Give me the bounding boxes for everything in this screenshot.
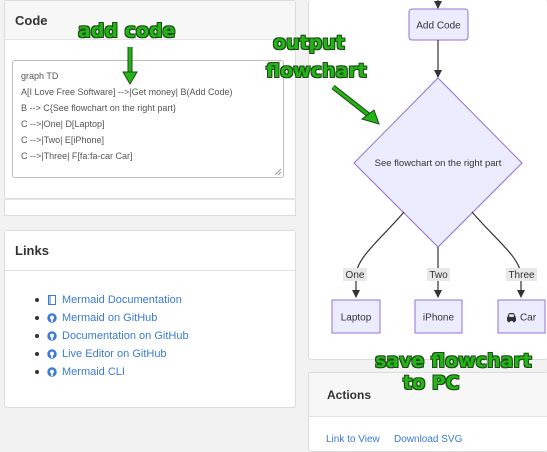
edge-label-bg (427, 268, 450, 281)
links-panel-title: Links (5, 231, 295, 271)
list-item: Mermaid Documentation (35, 291, 189, 309)
download-svg-link[interactable]: Download SVG (394, 434, 463, 445)
actions-panel-title: Actions (309, 373, 547, 417)
code-editor[interactable]: graph TD A[I Love Free Software] -->|Get … (12, 60, 284, 178)
github-icon (47, 367, 57, 377)
node-car (497, 299, 546, 334)
list-item: Live Editor on GitHub (35, 345, 189, 363)
list-item: Mermaid on GitHub (35, 309, 189, 327)
annotation-add-code: add code (78, 20, 176, 42)
code-line: C -->|One| D[Laptop] (21, 119, 105, 129)
node-decision-label: See flowchart on the right part (375, 158, 502, 169)
edge-c-to-laptop (352, 211, 405, 298)
code-line: B --> C{See flowchart on the right part} (21, 103, 176, 113)
bullet (35, 352, 39, 356)
bullet (35, 316, 39, 320)
link-mermaid-on-github[interactable]: Mermaid on GitHub (62, 312, 158, 324)
edge-label-three: Three (508, 270, 535, 281)
list-item: Mermaid CLI (35, 363, 189, 381)
edge-label-bg (506, 268, 537, 281)
node-car-label: Car (520, 313, 537, 324)
link-documentation-on-github[interactable]: Documentation on GitHub (62, 330, 189, 342)
code-line: C -->|Three| F[fa:fa-car Car] (21, 151, 133, 161)
node-laptop (331, 299, 381, 334)
links-panel: Links Mermaid Documentation Mermaid on G… (4, 230, 296, 408)
annotation-save-flowchart: save flowchart (375, 350, 532, 372)
node-iphone-label: iPhone (423, 313, 455, 324)
github-icon (47, 349, 57, 359)
annotation-to-pc: to PC (403, 372, 460, 394)
edge-label-one: One (346, 270, 365, 281)
edge-label-two: Two (429, 270, 448, 281)
node-laptop-label: Laptop (341, 313, 372, 324)
github-icon (47, 313, 57, 323)
car-icon (507, 313, 516, 323)
bullet (35, 370, 39, 374)
links-list: Mermaid Documentation Mermaid on GitHub … (35, 291, 189, 381)
node-add-code-label: Add Code (416, 21, 461, 32)
code-panel-title: Code (5, 0, 295, 40)
node-iphone (414, 299, 463, 334)
annotation-arrow-output-flowchart (331, 85, 380, 125)
edge-c-to-car (471, 211, 525, 298)
resize-grip-icon[interactable] (273, 167, 281, 175)
book-icon (48, 295, 56, 305)
list-item: Documentation on GitHub (35, 327, 189, 345)
annotation-arrow-add-code (122, 47, 138, 85)
annotation-flowchart: flowchart (266, 60, 367, 82)
link-mermaid-documentation[interactable]: Mermaid Documentation (62, 294, 182, 306)
code-line: A[I Love Free Software] -->|Get money| B… (21, 87, 233, 97)
github-icon (47, 331, 57, 341)
annotation-output: output (273, 32, 345, 54)
bullet (35, 298, 39, 302)
edge-label-bg (343, 268, 367, 281)
code-line: graph TD (21, 71, 59, 81)
link-to-view-link[interactable]: Link to View (326, 434, 380, 445)
link-live-editor-on-github[interactable]: Live Editor on GitHub (62, 348, 167, 360)
code-line: C -->|Two| E[iPhone] (21, 135, 104, 145)
link-mermaid-cli[interactable]: Mermaid CLI (62, 366, 125, 378)
code-panel-footer (4, 199, 296, 216)
bullet (35, 334, 39, 338)
